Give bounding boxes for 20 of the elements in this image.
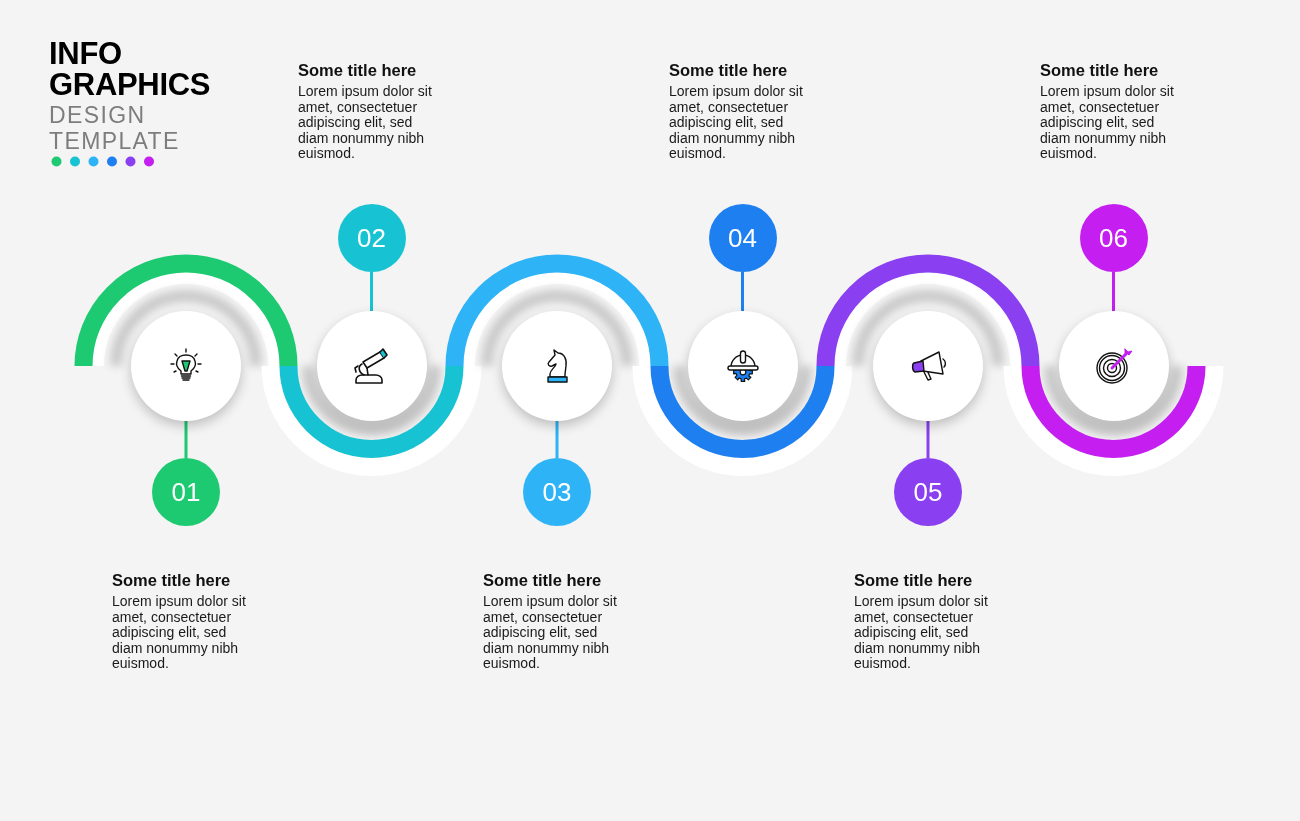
step-description: Lorem ipsum dolor sit amet, consectetuer adipiscing elit, sed diam nonummy nibh euismod.: [298, 84, 433, 162]
step-description: Lorem ipsum dolor sit amet, consectetuer adipiscing elit, sed diam nonummy nibh euismod.: [669, 84, 804, 162]
subtitle: DESIGN TEMPLATE: [49, 102, 181, 154]
step-number-badge: 05: [894, 458, 962, 526]
step-title: Some title here: [483, 570, 603, 591]
step-title: Some title here: [1040, 60, 1160, 81]
step-description: Lorem ipsum dolor sit amet, consectetuer adipiscing elit, sed diam nonummy nibh euismod.: [483, 594, 618, 672]
step-description: Lorem ipsum dolor sit amet, consectetuer adipiscing elit, sed diam nonummy nibh euismod.: [1040, 84, 1175, 162]
step-number-badge: 02: [337, 204, 406, 272]
step-number-badge: 04: [708, 204, 777, 272]
step-title: Some title here: [112, 570, 232, 591]
step-title: Some title here: [298, 60, 418, 81]
step-title: Some title here: [669, 60, 789, 81]
step-number-badge: 06: [1079, 204, 1148, 272]
step-description: Lorem ipsum dolor sit amet, consectetuer adipiscing elit, sed diam nonummy nibh euismod.: [854, 594, 989, 672]
infographic-title: INFO GRAPHICS: [49, 38, 212, 100]
step-title: Some title here: [854, 570, 974, 591]
step-number-badge: 03: [523, 458, 591, 526]
step-number-badge: 01: [152, 458, 220, 526]
step-description: Lorem ipsum dolor sit amet, consectetuer adipiscing elit, sed diam nonummy nibh euismod.: [112, 594, 247, 672]
